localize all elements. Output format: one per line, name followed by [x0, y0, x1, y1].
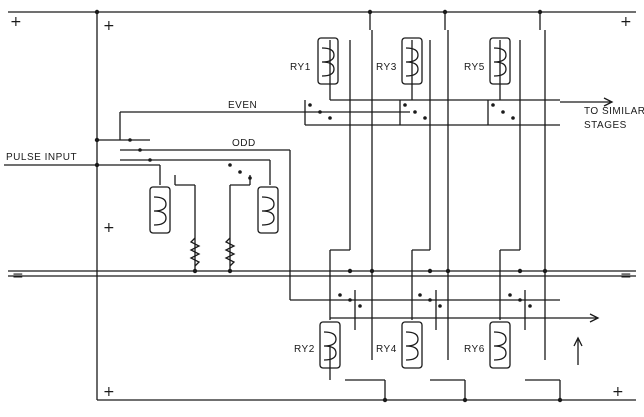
plus-sign: + — [103, 18, 115, 34]
relay-label-ry5: RY5 — [464, 62, 485, 73]
plus-sign: + — [103, 220, 115, 236]
minus-sign: = — [12, 268, 24, 284]
relay-label-ry6: RY6 — [464, 344, 485, 355]
plus-sign: + — [620, 14, 632, 30]
stages-label: STAGES — [584, 120, 627, 131]
relay-label-ry3: RY3 — [376, 62, 397, 73]
to-similar-label: TO SIMILAR — [584, 106, 644, 117]
relay-label-ry1: RY1 — [290, 62, 311, 73]
relay-label-ry4: RY4 — [376, 344, 397, 355]
even-label: EVEN — [228, 100, 257, 111]
plus-sign: + — [612, 384, 624, 400]
plus-sign: + — [10, 14, 22, 30]
pulse-input-label: PULSE INPUT — [6, 152, 77, 163]
odd-label: ODD — [232, 138, 256, 149]
contact-dots — [94, 9, 563, 403]
minus-sign: = — [620, 268, 632, 284]
resistors — [189, 237, 236, 267]
relay-label-ry2: RY2 — [294, 344, 315, 355]
relay-coils — [149, 37, 511, 369]
plus-sign: + — [103, 384, 115, 400]
